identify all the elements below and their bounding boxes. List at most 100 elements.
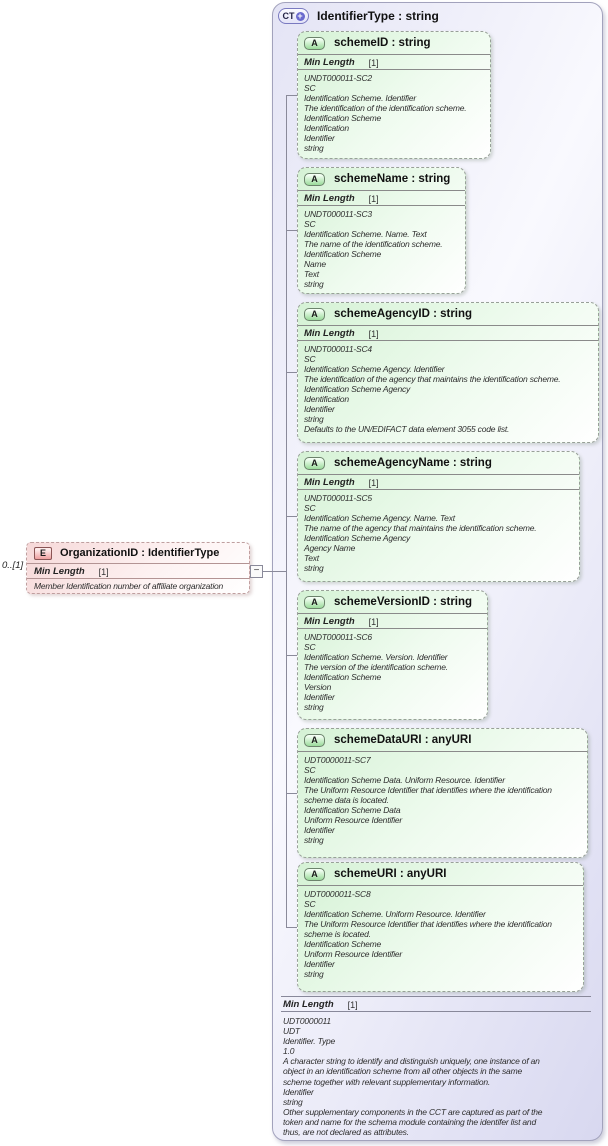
doc-line: UDT0000011 [283,1016,331,1026]
doc-line: SC [304,899,316,909]
collapse-toggle-icon[interactable]: − [250,565,263,578]
doc-line: SC [304,503,316,513]
doc-line: string [304,969,324,979]
doc-line: scheme data is located. [304,795,389,805]
doc-line: Agency Name [304,543,356,553]
doc-line: Identifier [304,825,335,835]
attribute-connector-stub [286,793,297,794]
attribute-connector-stub [286,927,297,928]
facet-value: [1] [368,616,379,627]
doc-line: UNDT000011-SC3 [304,209,372,219]
doc-line: scheme together with relevant supplement… [283,1076,491,1087]
doc-line: Identification Scheme [304,672,382,682]
ct-icon-label: CT [282,11,295,21]
doc-line: Text [304,269,319,279]
doc-line: string [304,279,324,289]
complex-type-icon[interactable]: CT + [278,8,309,24]
attribute-title: schemeAgencyID : string [334,308,473,320]
attribute-icon: A [304,733,325,747]
doc-line: Identification [304,394,349,404]
facet-value: [1] [368,477,379,488]
plus-icon: + [295,10,305,21]
attribute-title: schemeVersionID : string [334,596,473,608]
doc-line: Identification Scheme Agency [304,533,411,543]
attribute-connector-spine [286,95,287,928]
doc-line: UNDT000011-SC2 [304,73,372,83]
doc-line: token and name for the schema module con… [283,1116,536,1127]
doc-line: The version of the identification scheme… [304,662,448,672]
doc-line: Identification Scheme [304,249,382,259]
attribute-connector-stub [286,230,297,231]
doc-line: The identification of the identification… [304,103,467,113]
doc-line: Identifier [304,133,335,143]
attribute-title: schemeID : string [334,37,431,49]
facet-value: [1] [368,328,379,339]
facet-name: Min Length [304,616,355,627]
doc-line: string [304,143,324,153]
connector-element-to-type [262,571,286,572]
attribute-facet-row: Min Length [1] [298,614,487,629]
doc-line: A character string to identify and disti… [283,1056,540,1067]
doc-line: Identification Scheme. Identifier [304,93,416,103]
doc-line: Text [304,553,319,563]
doc-line: Uniform Resource Identifier [304,815,403,825]
doc-line: string [304,414,324,424]
doc-line: Uniform Resource Identifier [304,949,403,959]
doc-line: Identifier [304,692,335,702]
facet-value: [1] [368,193,379,204]
doc-line: Identification Scheme Data. Uniform Reso… [304,775,505,785]
doc-line: Defaults to the UN/EDIFACT data element … [304,424,510,434]
attribute-title: schemeAgencyName : string [334,457,492,469]
doc-line: Identification Scheme Data [304,805,401,815]
attribute-title: schemeURI : anyURI [334,868,447,880]
attribute-facet-row: Min Length[1] [298,55,490,70]
doc-line: string [304,835,324,845]
doc-line: 1.0 [283,1046,295,1057]
doc-line: UNDT000011-SC5 [304,493,372,503]
attribute-facet-row: Min Length[1] [298,475,579,490]
facet-value: [1] [347,999,358,1010]
doc-line: Identification Scheme. Version. Identifi… [304,652,448,662]
complex-type-facet-row: Min Length [1] [281,996,591,1012]
doc-line: Other supplementary components in the CC… [283,1106,543,1117]
doc-line: Member Identification number of affiliat… [34,581,224,591]
attribute-icon: A [304,172,325,186]
doc-line: Identification Scheme. Name. Text [304,229,427,239]
doc-line: SC [304,354,316,364]
facet-value: [1] [98,566,109,577]
doc-line: Identifier. Type [283,1036,336,1047]
doc-line: SC [304,642,316,652]
doc-line: Identification [304,123,349,133]
doc-line: Identification Scheme. Uniform Resource.… [304,909,486,919]
facet-name: Min Length [304,57,355,68]
element-box-organizationid[interactable]: E OrganizationID : IdentifierType Min Le… [26,542,250,594]
doc-line: Name [304,259,326,269]
facet-name: Min Length [34,566,85,577]
element-documentation: Member Identification number of affiliat… [27,579,249,591]
attribute-connector-stub [286,95,297,96]
attribute-title: schemeName : string [334,173,451,185]
doc-line: Identifier [304,404,335,414]
element-icon: E [34,546,52,560]
doc-line: Identifier [304,959,335,969]
